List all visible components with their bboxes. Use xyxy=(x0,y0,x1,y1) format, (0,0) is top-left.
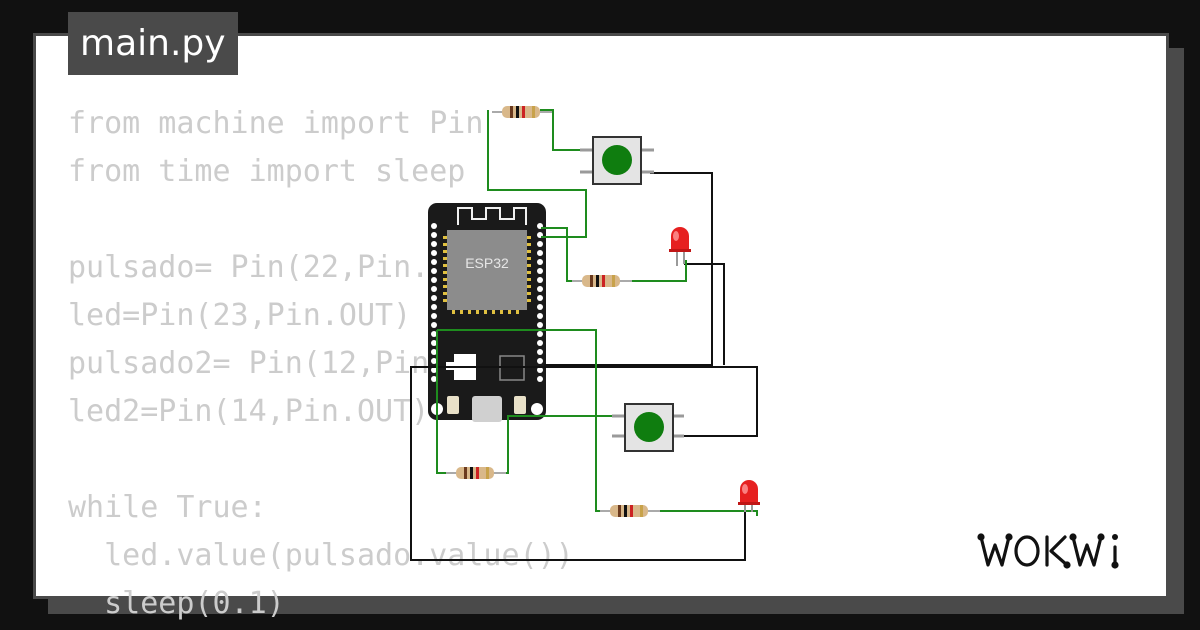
file-tab[interactable]: main.py xyxy=(68,12,238,75)
left-header-pins xyxy=(431,223,437,382)
black-wires xyxy=(410,172,758,561)
esp32-module xyxy=(447,230,527,310)
led-2[interactable] xyxy=(738,480,760,512)
resistor-1[interactable] xyxy=(492,106,552,118)
code-line-10: led.value(pulsado.value()) xyxy=(68,538,574,573)
antenna-trace xyxy=(457,207,527,225)
wokwi-logo xyxy=(977,533,1119,569)
code-line-2: from time import sleep xyxy=(68,154,466,189)
resistor-4[interactable] xyxy=(600,505,660,517)
esp32-label: ESP32 xyxy=(465,255,509,271)
right-header-pins xyxy=(537,223,543,382)
resistor-2[interactable] xyxy=(572,275,632,287)
esp32-board[interactable]: ESP32 xyxy=(428,203,546,422)
reset-button[interactable] xyxy=(514,396,526,414)
usb-port xyxy=(472,396,502,422)
code-line-7: led2=Pin(14,Pin.OUT) xyxy=(68,394,430,429)
resistor-3[interactable] xyxy=(446,467,506,479)
code-line-5: led=Pin(23,Pin.OUT) xyxy=(68,298,412,333)
pushbutton-1[interactable] xyxy=(580,136,654,185)
code-line-1: from machine import Pin xyxy=(68,106,484,141)
led-1[interactable] xyxy=(669,227,691,266)
code-line-9: while True: xyxy=(68,490,267,525)
pushbutton-2[interactable] xyxy=(612,403,684,452)
boot-button[interactable] xyxy=(447,396,459,414)
preview-card xyxy=(33,33,1169,599)
code-editor: from machine import Pin from time import … xyxy=(68,100,574,628)
code-line-11: sleep(0.1) xyxy=(68,586,285,621)
